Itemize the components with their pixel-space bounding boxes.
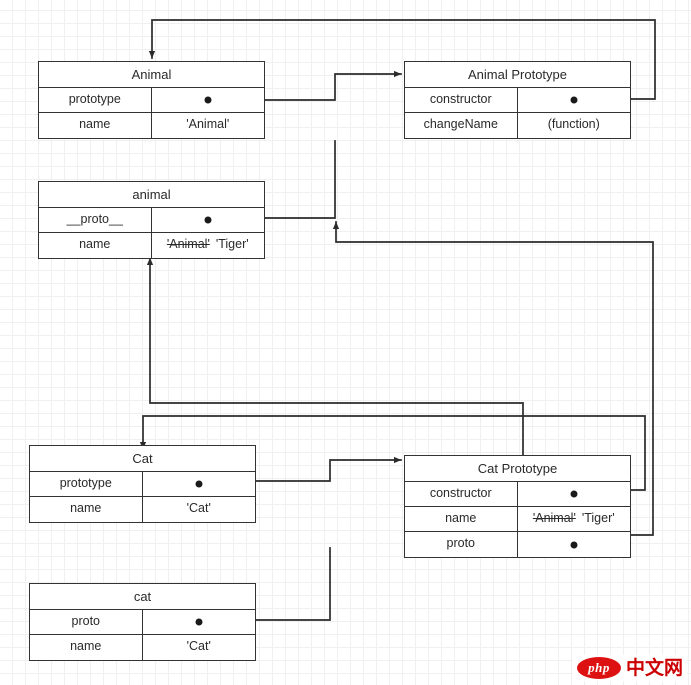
pointer-dot bbox=[204, 96, 212, 104]
row-key: name bbox=[405, 507, 518, 531]
node-title: Cat bbox=[30, 446, 255, 472]
watermark-label: 中文网 bbox=[625, 657, 683, 679]
row-value-current: 'Tiger' bbox=[581, 511, 615, 525]
node-row: name 'Cat' bbox=[30, 497, 255, 522]
node-row: prototype bbox=[30, 472, 255, 497]
row-key: constructor bbox=[405, 482, 518, 506]
row-value-pointer bbox=[518, 482, 631, 506]
pointer-dot bbox=[570, 541, 578, 548]
node-title: animal bbox=[39, 182, 264, 208]
node-row: constructor bbox=[405, 88, 630, 113]
row-value-pointer bbox=[143, 472, 256, 496]
node-title: Cat Prototype bbox=[405, 456, 630, 482]
row-value: 'Cat' bbox=[186, 501, 211, 515]
row-value-current: 'Tiger' bbox=[215, 237, 249, 251]
pointer-dot bbox=[570, 96, 578, 104]
row-value: 'Animal' 'Tiger' bbox=[152, 233, 265, 258]
row-key: name bbox=[30, 497, 143, 522]
row-key: prototype bbox=[39, 88, 152, 112]
node-row: name 'Animal' bbox=[39, 113, 264, 138]
node-row: proto bbox=[405, 532, 630, 557]
pointer-dot bbox=[570, 490, 578, 498]
row-value-pointer bbox=[518, 88, 631, 112]
row-value-pointer bbox=[152, 208, 265, 232]
pointer-dot bbox=[204, 216, 212, 224]
node-row: changeName (function) bbox=[405, 113, 630, 138]
watermark: php 中文网 bbox=[572, 655, 687, 681]
row-value-superseded: 'Animal' bbox=[166, 237, 210, 251]
row-value: (function) bbox=[547, 117, 600, 131]
pointer-dot bbox=[195, 480, 203, 488]
row-value: 'Animal' 'Tiger' bbox=[518, 507, 631, 531]
node-animal-constructor[interactable]: Animal prototype name 'Animal' bbox=[38, 61, 265, 139]
row-key: name bbox=[30, 635, 143, 660]
row-key: proto bbox=[30, 610, 143, 634]
row-key: changeName bbox=[405, 113, 518, 138]
php-logo-icon: php bbox=[576, 657, 621, 679]
pointer-dot bbox=[195, 618, 203, 626]
node-animal-instance[interactable]: animal __proto__ name 'Animal' 'Tiger' bbox=[38, 181, 265, 259]
row-key: name bbox=[39, 113, 152, 138]
node-row: prototype bbox=[39, 88, 264, 113]
node-row: name 'Animal' 'Tiger' bbox=[405, 507, 630, 532]
row-value: 'Cat' bbox=[186, 639, 211, 653]
row-value-pointer bbox=[152, 88, 265, 112]
row-key: constructor bbox=[405, 88, 518, 112]
row-key: proto bbox=[405, 532, 518, 557]
node-row: __proto__ bbox=[39, 208, 264, 233]
row-value-superseded: 'Animal' bbox=[532, 511, 576, 525]
row-value: 'Animal' bbox=[186, 117, 230, 131]
node-cat-constructor[interactable]: Cat prototype name 'Cat' bbox=[29, 445, 256, 523]
node-title: Animal Prototype bbox=[405, 62, 630, 88]
node-row: name 'Animal' 'Tiger' bbox=[39, 233, 264, 258]
row-value-pointer bbox=[143, 610, 256, 634]
node-row: proto bbox=[30, 610, 255, 635]
row-key: __proto__ bbox=[39, 208, 152, 232]
row-value-pointer bbox=[518, 532, 631, 557]
row-key: prototype bbox=[30, 472, 143, 496]
node-animal-prototype[interactable]: Animal Prototype constructor changeName … bbox=[404, 61, 631, 139]
node-title: Animal bbox=[39, 62, 264, 88]
wire-catproto-to-animal-instance bbox=[146, 257, 524, 456]
node-cat-prototype[interactable]: Cat Prototype constructor name 'Animal''… bbox=[404, 455, 631, 558]
node-title: cat bbox=[30, 584, 255, 610]
node-cat-instance[interactable]: cat proto name 'Cat' bbox=[29, 583, 256, 661]
row-key: name bbox=[39, 233, 152, 258]
node-row: constructor bbox=[405, 482, 630, 507]
node-row: name 'Cat' bbox=[30, 635, 255, 660]
